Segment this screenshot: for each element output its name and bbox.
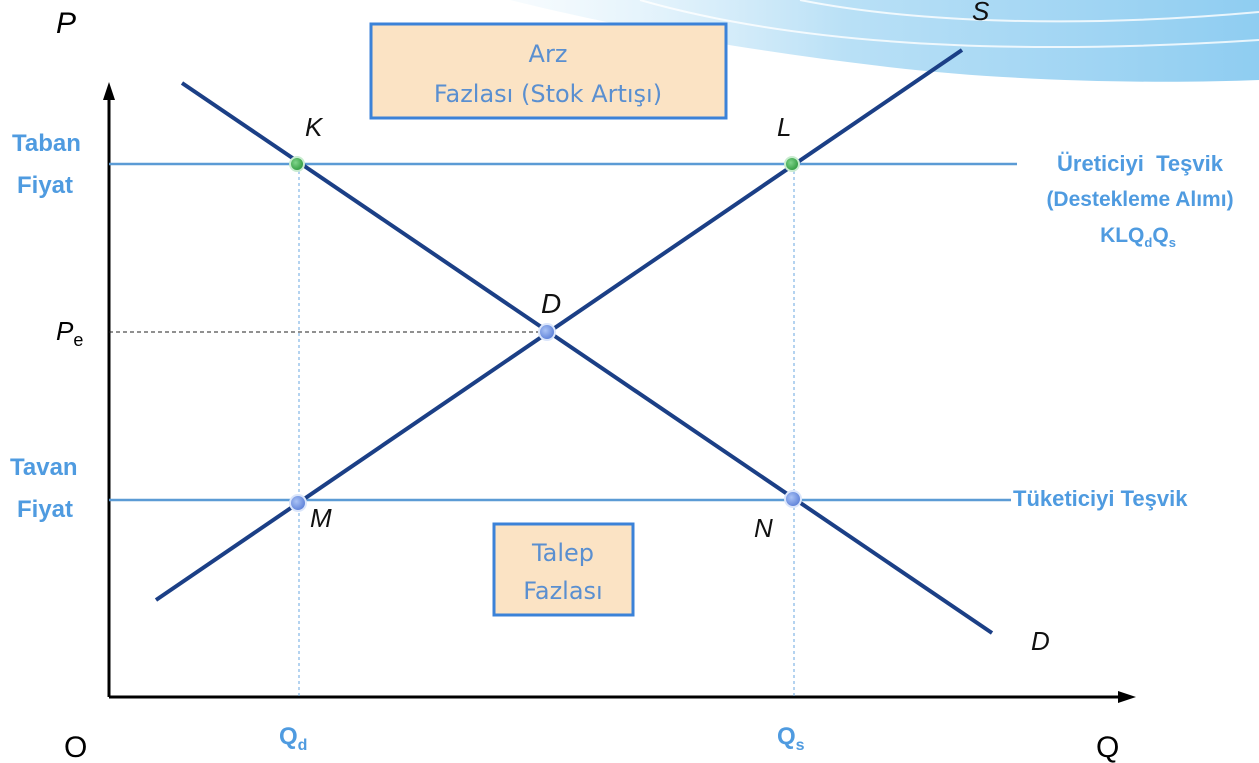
klqdqs-label: KLQdQs [1100, 224, 1176, 250]
taban-label-line1: Taban [12, 130, 81, 157]
reference-lines [109, 165, 795, 697]
tavan-label-line1: Tavan [10, 454, 78, 481]
axes [103, 82, 1136, 703]
talep-box-line2: Fazlası [523, 577, 602, 605]
supply-curve [154, 48, 964, 602]
destekleme-alimi-label: (Destekleme Alımı) [1046, 188, 1233, 211]
x-axis-arrow [1118, 691, 1136, 703]
qd-label: Qd [279, 723, 307, 754]
point-l-label: L [777, 112, 791, 142]
demand-curve-label: D [1031, 626, 1050, 656]
origin-label: O [64, 731, 87, 763]
demand-curve [180, 81, 994, 635]
x-axis-label: Q [1096, 731, 1119, 763]
arz-box-line1: Arz [529, 40, 568, 68]
y-axis-arrow [103, 82, 115, 100]
pe-label: Pe [56, 316, 83, 350]
point-m-marker [289, 494, 307, 512]
point-l-marker [784, 156, 800, 172]
arz-fazlasi-box: Arz Fazlası (Stok Artışı) [369, 22, 728, 120]
talep-fazlasi-box: Talep Fazlası [492, 522, 635, 617]
point-k-marker [289, 156, 305, 172]
arz-box-line2: Fazlası (Stok Artışı) [434, 80, 662, 108]
point-k-label: K [305, 112, 324, 142]
point-d-label: D [541, 288, 561, 319]
point-n-label: N [754, 513, 773, 543]
y-axis-label: P [56, 7, 76, 40]
taban-label-line2: Fiyat [17, 172, 73, 199]
point-n-marker [784, 490, 802, 508]
tavan-label-line2: Fiyat [17, 496, 73, 523]
uretici-tesvik-label: Üreticiyi Teşvik [1057, 151, 1224, 176]
point-m-label: M [310, 503, 332, 533]
talep-box-line1: Talep [531, 539, 594, 567]
decorative-swoosh [510, 0, 1259, 82]
qs-label: Qs [777, 723, 805, 754]
point-d-marker [538, 323, 556, 341]
tuketici-tesvik-label: Tüketiciyi Teşvik [1013, 486, 1188, 511]
supply-curve-label: S [972, 0, 990, 26]
